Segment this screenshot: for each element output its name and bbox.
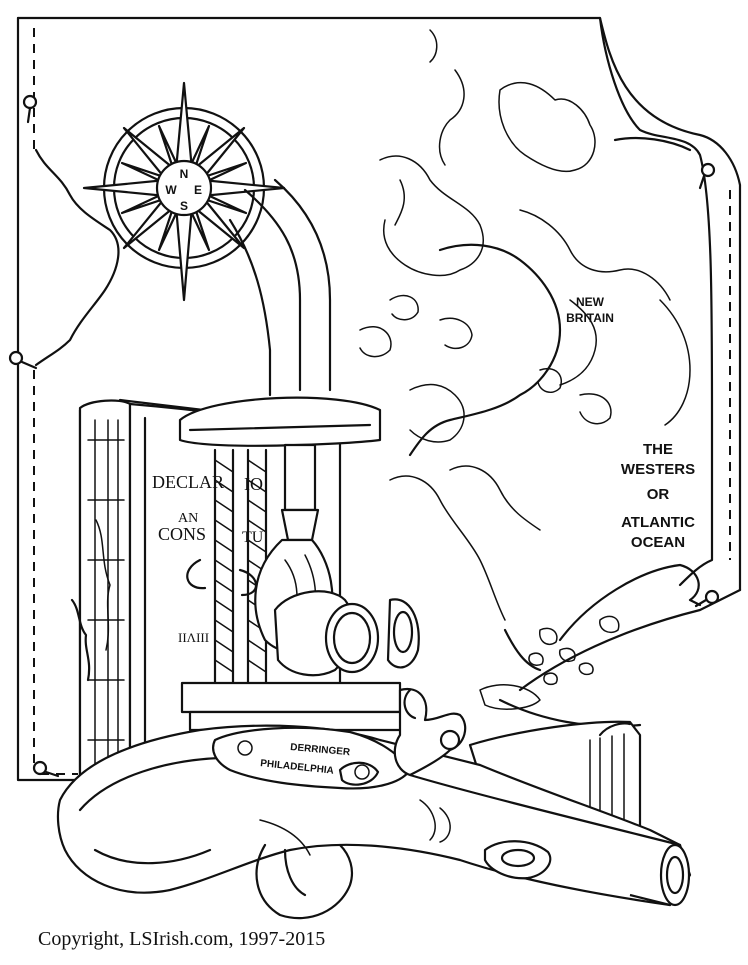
book-title: AN [178, 511, 198, 526]
pin-icon [8, 350, 38, 370]
pin-icon [32, 760, 60, 778]
copyright-text: Copyright, LSIrish.com, 1997-2015 [38, 928, 326, 950]
map-labels: NEW BRITAIN THE WESTERS OR ATLANTIC OCEA… [566, 295, 695, 551]
ocean-label: OR [647, 486, 670, 503]
compass-west-label: W [165, 183, 177, 197]
compass-rose-icon: N S W E [82, 81, 286, 302]
pin-icon [698, 162, 716, 190]
ocean-label: THE [643, 441, 673, 458]
ocean-label: WESTERS [621, 461, 695, 478]
map-coastline [34, 29, 691, 710]
region-label: BRITAIN [566, 311, 614, 325]
compass-east-label: E [194, 183, 202, 197]
map-parchment [8, 16, 742, 782]
book-title: CONS [158, 524, 206, 544]
compass-north-label: N [180, 167, 189, 181]
pistol-engraving: DERRINGER [290, 742, 352, 758]
oil-lamp [178, 178, 420, 732]
twisted-column [213, 448, 235, 692]
ocean-label: OCEAN [631, 534, 685, 551]
book-title: DECLAR [152, 472, 224, 492]
book-spine-marks: ΙΙΛΙΙΙ [178, 630, 209, 645]
pin-icon [22, 94, 38, 124]
ocean-label: ATLANTIC [621, 514, 695, 531]
compass-south-label: S [180, 199, 188, 213]
region-label: NEW [576, 295, 605, 309]
derringer-pistol: DERRINGER PHILADELPHIA [56, 687, 692, 920]
pin-icon [694, 589, 720, 608]
